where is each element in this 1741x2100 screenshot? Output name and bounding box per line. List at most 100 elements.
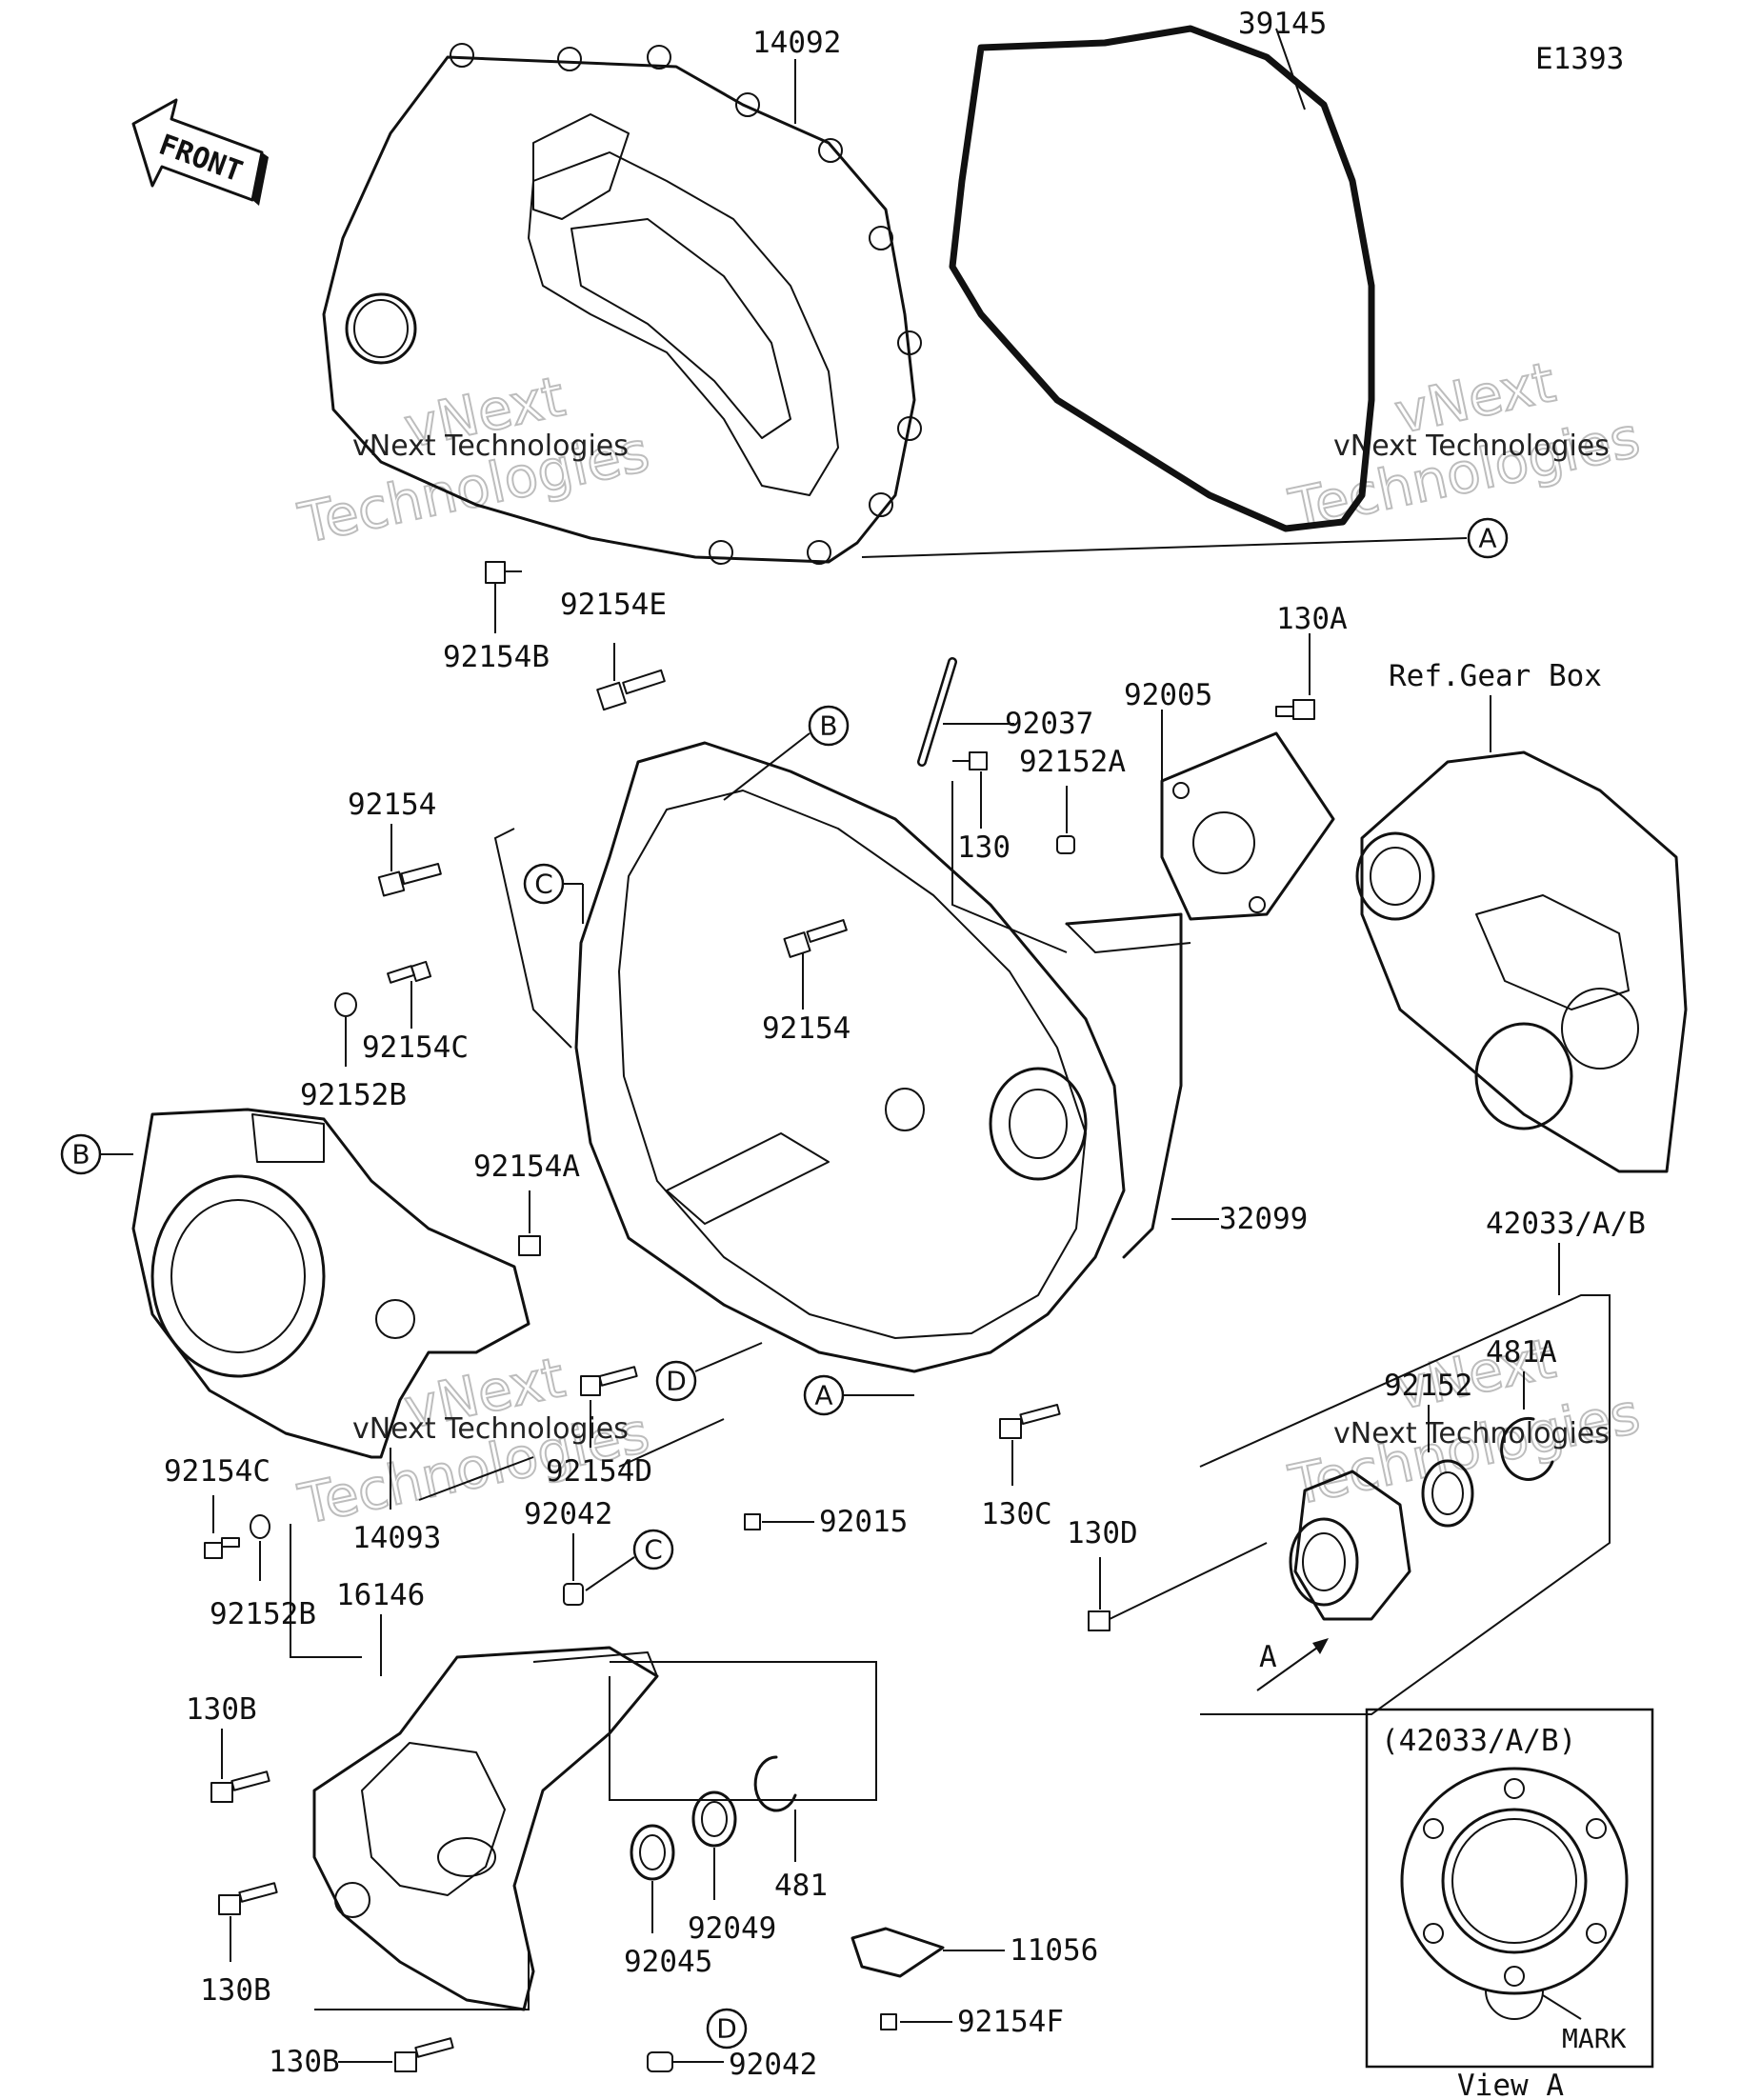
label-32099: 32099 bbox=[1219, 1202, 1308, 1236]
svg-text:vNext Technologies: vNext Technologies bbox=[1333, 430, 1610, 463]
callout-c-top: C bbox=[523, 863, 565, 905]
svg-text:A: A bbox=[1259, 1640, 1277, 1674]
view-a-title: (42033/A/B) bbox=[1381, 1724, 1576, 1758]
circlip-481-part bbox=[753, 1755, 797, 1812]
bolt-130C-part bbox=[999, 1403, 1061, 1439]
washer-92152B-bot-part bbox=[250, 1514, 270, 1539]
callout-d-bot: D bbox=[706, 2008, 748, 2050]
label-130D: 130D bbox=[1067, 1516, 1138, 1550]
svg-text:A: A bbox=[814, 1380, 832, 1411]
washer-92152B-top-part bbox=[334, 992, 357, 1017]
bolt-92154C-bot-part bbox=[204, 1537, 240, 1559]
gear-box-part bbox=[1355, 750, 1688, 1173]
label-92154A: 92154A bbox=[473, 1150, 580, 1184]
bolt-92154-mid-part bbox=[783, 919, 848, 958]
label-11056: 11056 bbox=[1010, 1933, 1098, 1968]
bolt-92154F-part bbox=[880, 2013, 897, 2030]
svg-text:C: C bbox=[644, 1534, 663, 1566]
label-92042-bot: 92042 bbox=[729, 2048, 817, 2082]
bolt-130B-2-part bbox=[218, 1882, 278, 1915]
cover-14092-part bbox=[322, 43, 922, 565]
label-92154B: 92154B bbox=[443, 640, 550, 674]
callout-b-top: B bbox=[808, 705, 850, 747]
bolt-130B-3-part bbox=[394, 2037, 454, 2072]
view-a-panel: (42033/A/B) MARK bbox=[1365, 1708, 1654, 2069]
bearing-42033-part bbox=[1289, 1470, 1411, 1621]
watermark-top-right: Technologies vNext vNext Technologies bbox=[1283, 349, 1647, 543]
view-a-mark-label: MARK bbox=[1562, 2023, 1627, 2054]
label-39145: 39145 bbox=[1238, 7, 1327, 41]
label-92154C-top: 92154C bbox=[362, 1030, 469, 1065]
watermark-bottom-right: Technologies vNext vNext Technologies bbox=[1283, 1325, 1647, 1519]
svg-text:C: C bbox=[534, 869, 553, 900]
svg-text:vNext Technologies: vNext Technologies bbox=[352, 430, 629, 463]
bolt-130-part bbox=[952, 751, 988, 770]
label-92042-top: 92042 bbox=[524, 1497, 612, 1531]
seal-92152-part bbox=[1421, 1459, 1474, 1528]
nut-92015-part bbox=[744, 1513, 761, 1530]
svg-text:B: B bbox=[71, 1139, 90, 1170]
bolt-92154A-part bbox=[518, 1235, 541, 1256]
assembly-guide-lines bbox=[290, 781, 1068, 2010]
svg-text:D: D bbox=[716, 2013, 737, 2045]
cover-16146-part bbox=[312, 1646, 659, 2011]
callout-a-top: A bbox=[1467, 517, 1509, 559]
bolt-92154-top-part bbox=[377, 862, 442, 897]
washer-92152A-part bbox=[1056, 835, 1075, 854]
bolt-130B-1-part bbox=[210, 1770, 270, 1803]
label-481A: 481A bbox=[1486, 1335, 1557, 1370]
callout-b-left: B bbox=[60, 1133, 102, 1175]
label-92152B-top: 92152B bbox=[300, 1078, 407, 1112]
label-481: 481 bbox=[774, 1869, 828, 1903]
label-92152: 92152 bbox=[1384, 1369, 1472, 1403]
diagram-code: E1393 bbox=[1535, 42, 1624, 76]
bolt-92154B-part bbox=[485, 561, 522, 584]
bolt-92154D-part bbox=[580, 1366, 638, 1396]
label-14092: 14092 bbox=[752, 26, 841, 60]
label-130B-2: 130B bbox=[200, 1973, 271, 2008]
circlip-481A-part bbox=[1500, 1416, 1554, 1481]
bracket-11056-part bbox=[850, 1927, 945, 1978]
seal-92049-part bbox=[691, 1790, 737, 1848]
label-92154C-bot: 92154C bbox=[164, 1454, 270, 1489]
label-130A: 130A bbox=[1276, 602, 1348, 636]
label-130C: 130C bbox=[981, 1497, 1052, 1531]
label-130B-1: 130B bbox=[186, 1692, 257, 1727]
front-arrow-icon: FRONT bbox=[131, 98, 269, 206]
label-92152A: 92152A bbox=[1019, 745, 1126, 779]
label-130: 130 bbox=[957, 830, 1011, 865]
crankcase-32099-part bbox=[574, 741, 1191, 1373]
gasket-39145-part bbox=[949, 25, 1375, 532]
svg-text:B: B bbox=[819, 710, 837, 742]
svg-text:A: A bbox=[1478, 523, 1496, 554]
bolt-130A-part bbox=[1275, 699, 1315, 720]
callout-a-mid: A bbox=[803, 1374, 845, 1416]
label-92049: 92049 bbox=[688, 1911, 776, 1946]
dowel-92042-top-part bbox=[563, 1583, 584, 1606]
svg-text:vNext Technologies: vNext Technologies bbox=[352, 1412, 629, 1446]
dowel-92042-bot-part bbox=[647, 2051, 673, 2072]
bolt-130D-part bbox=[1088, 1610, 1111, 1631]
view-a-caption: View A bbox=[1457, 2069, 1564, 2100]
label-14093: 14093 bbox=[352, 1521, 441, 1555]
svg-text:D: D bbox=[666, 1366, 687, 1397]
cover-14093-part bbox=[131, 1108, 530, 1459]
arrow-a-icon: A bbox=[1256, 1638, 1329, 1691]
label-16146: 16146 bbox=[336, 1578, 425, 1612]
watermark-top-left: Technologies vNext vNext Technologies bbox=[292, 363, 656, 557]
svg-text:vNext Technologies: vNext Technologies bbox=[1333, 1417, 1610, 1450]
callout-c-mid: C bbox=[632, 1529, 674, 1570]
label-92154F: 92154F bbox=[957, 2005, 1064, 2039]
label-92015: 92015 bbox=[819, 1505, 908, 1539]
callout-d-mid: D bbox=[655, 1360, 697, 1402]
gasket-92005-part bbox=[1160, 731, 1335, 921]
rod-92037-part bbox=[917, 657, 957, 767]
label-92154E: 92154E bbox=[560, 588, 667, 622]
label-92037: 92037 bbox=[1005, 707, 1093, 741]
label-92154-mid: 92154 bbox=[762, 1011, 850, 1046]
seal-92045-part bbox=[630, 1824, 675, 1881]
label-130B-3: 130B bbox=[269, 2045, 340, 2079]
label-92005: 92005 bbox=[1124, 678, 1212, 712]
label-42033: 42033/A/B bbox=[1486, 1207, 1646, 1241]
